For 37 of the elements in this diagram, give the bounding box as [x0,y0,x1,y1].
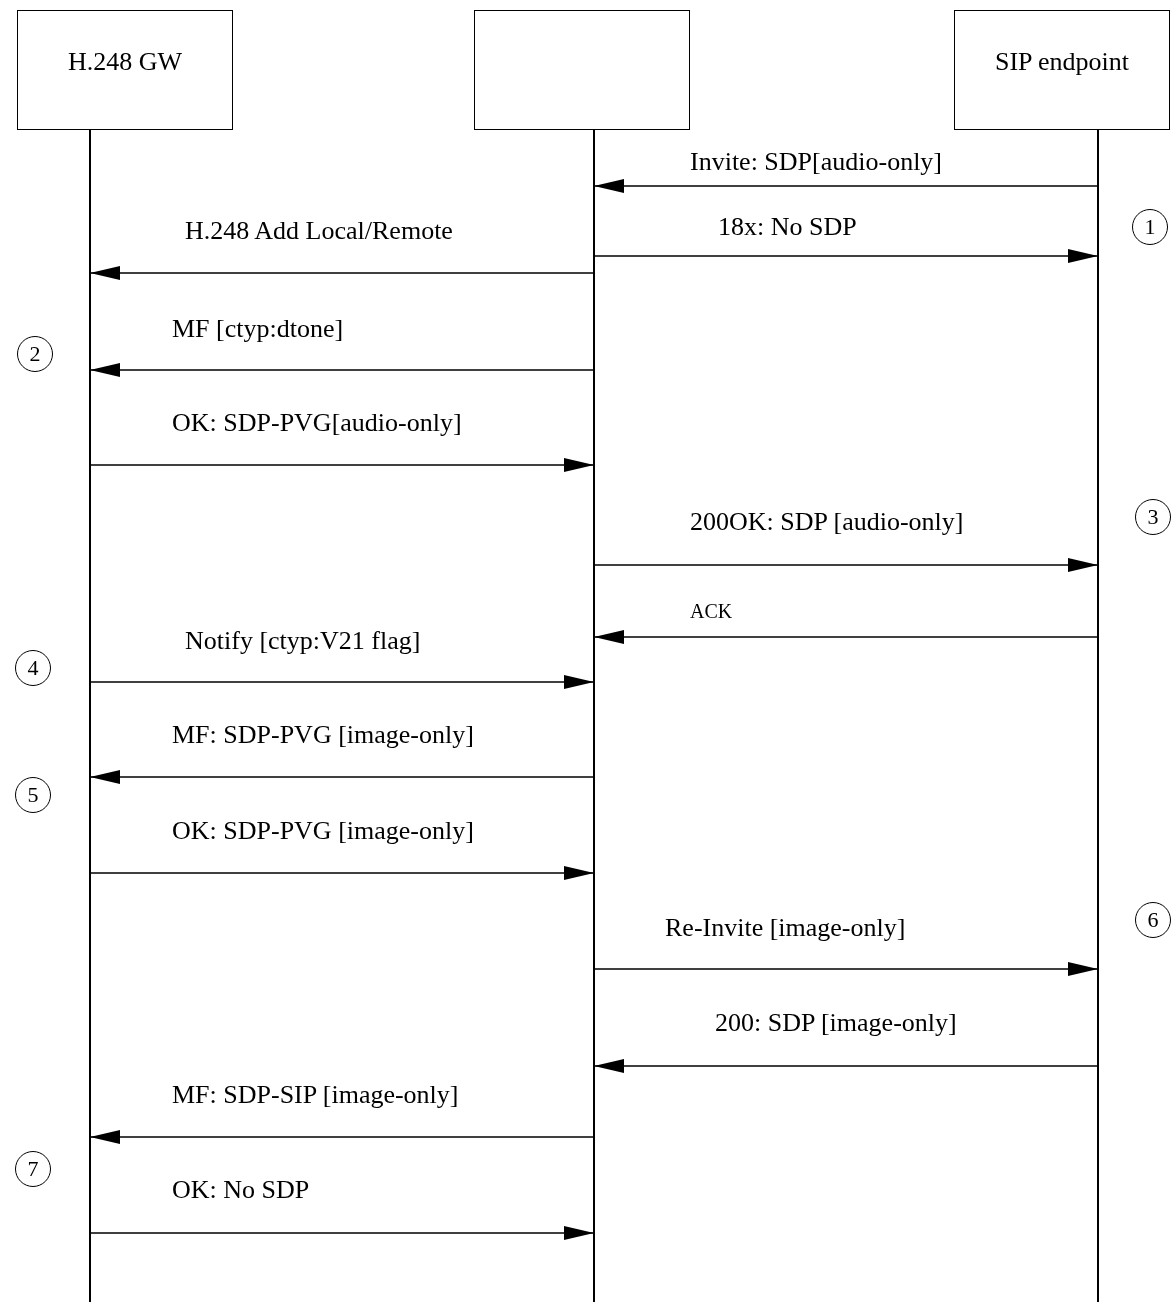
participant-name: SIP endpoint [994,47,1130,77]
message-arrow [89,266,595,280]
message-arrow [593,1059,1099,1073]
message-arrow [593,962,1099,976]
step-number: 5 [27,782,39,808]
message-arrow [89,1130,595,1144]
message-arrow [89,675,595,689]
message-label: MF: SDP-SIP [image-only] [172,1082,459,1108]
message-label: MF: SDP-PVG [image-only] [172,722,474,748]
message-arrow [89,363,595,377]
step-number: 4 [27,655,39,681]
message-arrow [593,630,1099,644]
step-number: 3 [1147,504,1159,530]
message-arrow [89,770,595,784]
message-label: OK: SDP-PVG [image-only] [172,818,474,844]
message-arrow [593,249,1099,263]
message-label: OK: SDP-PVG[audio-only] [172,410,462,436]
step-number: 1 [1144,214,1156,240]
message-arrow [89,866,595,880]
message-label: Notify [ctyp:V21 flag] [185,628,421,654]
message-arrow [593,179,1099,193]
message-label: Invite: SDP[audio-only] [690,149,943,175]
participant-name: H.248 GW [67,47,183,77]
message-label: Re-Invite [image-only] [665,915,906,941]
message-arrow [89,1226,595,1240]
message-label: 200OK: SDP [audio-only] [690,509,964,535]
message-arrow [89,458,595,472]
message-label: OK: No SDP [172,1177,310,1203]
step-number: 7 [27,1156,39,1182]
step-number: 2 [29,341,41,367]
message-label: H.248 Add Local/Remote [185,218,453,244]
message-label: MF [ctyp:dtone] [172,316,344,342]
message-label: ACK [690,601,733,621]
message-label: 18x: No SDP [718,214,857,240]
message-label: 200: SDP [image-only] [715,1010,957,1036]
message-arrow [593,558,1099,572]
step-number: 6 [1147,907,1159,933]
